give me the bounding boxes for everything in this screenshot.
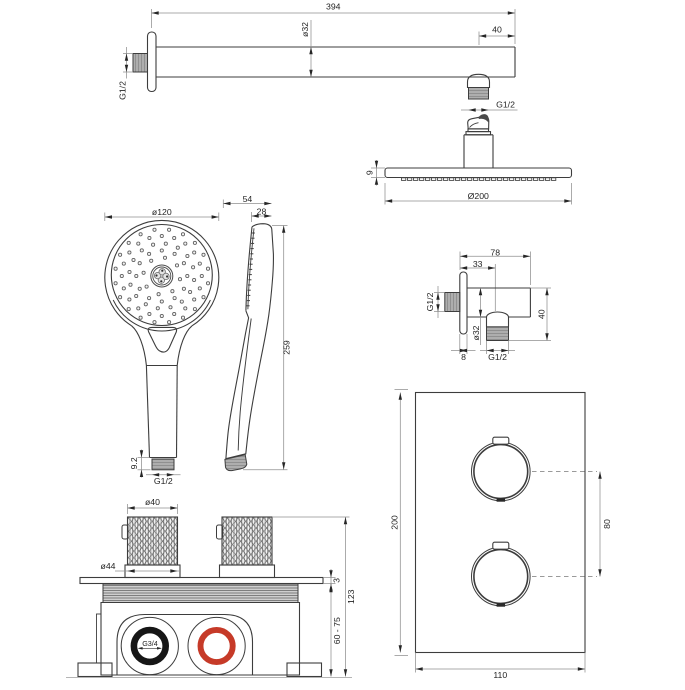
svg-text:G3/4: G3/4 — [142, 639, 158, 648]
svg-text:54: 54 — [243, 194, 253, 204]
svg-text:110: 110 — [493, 670, 507, 680]
svg-text:40: 40 — [537, 309, 547, 319]
svg-text:Ø200: Ø200 — [468, 191, 489, 201]
svg-text:394: 394 — [326, 2, 341, 12]
svg-text:200: 200 — [390, 515, 400, 530]
svg-text:80: 80 — [602, 519, 612, 529]
svg-text:ø44: ø44 — [101, 561, 116, 571]
svg-text:259: 259 — [282, 340, 292, 355]
svg-text:ø32: ø32 — [471, 325, 481, 340]
svg-text:G1/2: G1/2 — [496, 100, 515, 110]
svg-text:8: 8 — [461, 352, 466, 362]
svg-text:ø120: ø120 — [152, 207, 172, 217]
svg-text:G1/2: G1/2 — [154, 476, 173, 486]
svg-text:3: 3 — [332, 578, 342, 583]
svg-text:ø32: ø32 — [300, 22, 310, 37]
svg-text:G1/2: G1/2 — [488, 352, 507, 362]
svg-text:9.2: 9.2 — [129, 457, 139, 469]
svg-text:9: 9 — [365, 170, 375, 175]
svg-text:G1/2: G1/2 — [425, 292, 435, 311]
svg-text:123: 123 — [346, 589, 356, 604]
svg-text:60 - 75: 60 - 75 — [332, 617, 342, 644]
svg-text:G1/2: G1/2 — [118, 81, 128, 100]
svg-text:28: 28 — [257, 207, 267, 217]
svg-text:33: 33 — [473, 259, 483, 269]
svg-text:ø40: ø40 — [145, 497, 160, 507]
svg-text:78: 78 — [490, 247, 500, 257]
svg-text:40: 40 — [492, 25, 502, 35]
